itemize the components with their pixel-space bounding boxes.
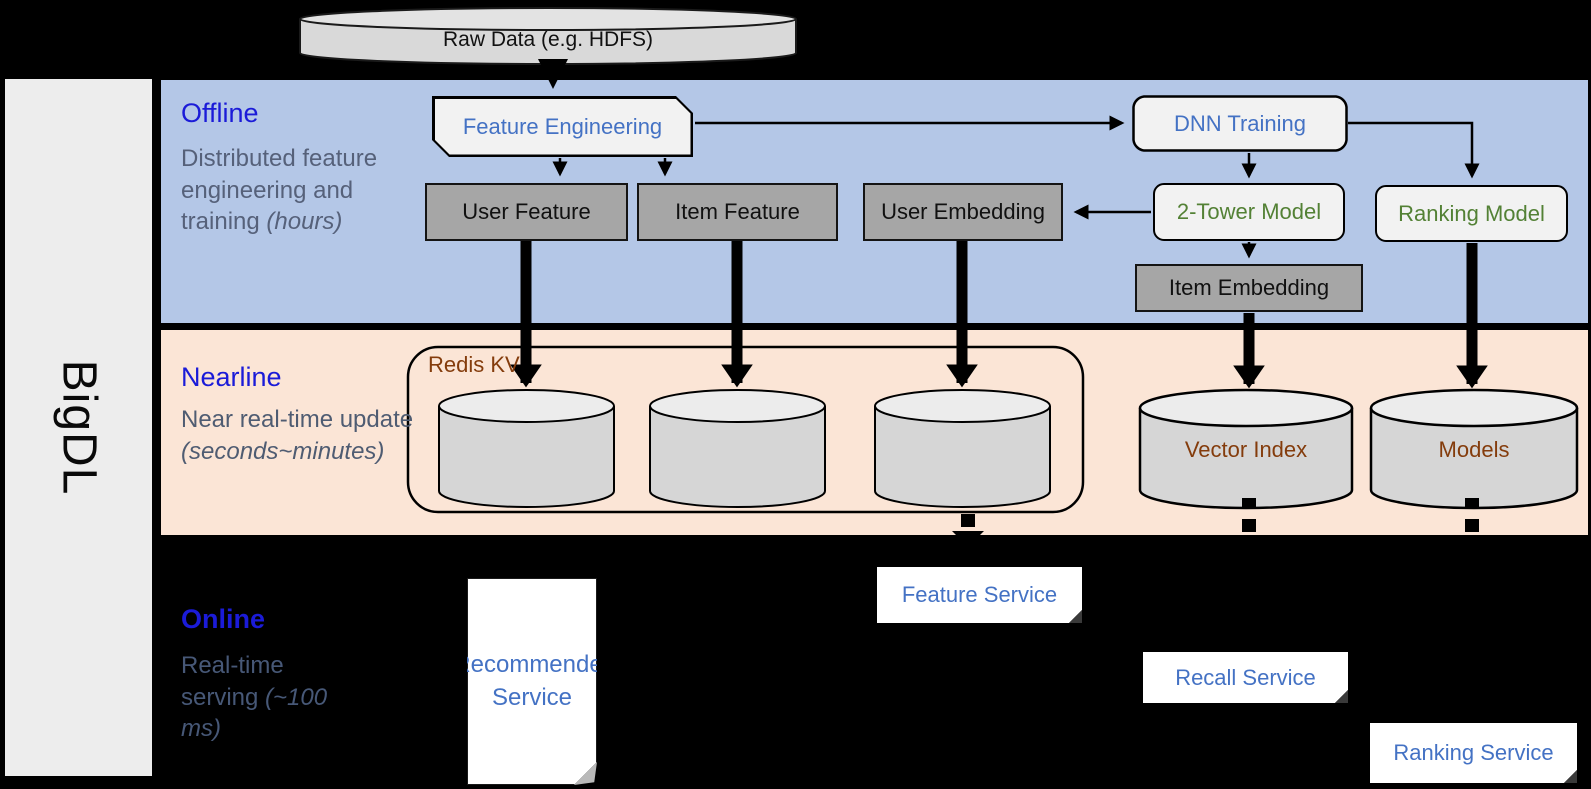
online-lane-description: Real-time serving (~100 ms) [181,652,328,743]
two-tower-model-box: 2-Tower Model [1153,183,1345,241]
raw-data-label: Raw Data (e.g. HDFS) [442,28,654,51]
user-feature-box: User Feature [425,183,628,241]
ranking-service-box: Ranking Service [1370,723,1577,783]
redis-kv-label: Redis KV [428,352,520,377]
recall-service-box: Recall Service [1143,652,1348,703]
nearline-lane-title: Nearline [181,362,282,392]
feature-engineering-shape: Feature Engineering [432,96,693,157]
recommender-service-doc: Recommender Service [467,578,597,785]
nearline-lane-description: Near real-time update (seconds~minutes) [181,406,414,465]
item-embedding-box: Item Embedding [1135,264,1363,312]
dnn-training-plaque [1132,95,1348,152]
item-feature-box: Item Feature [637,183,838,241]
online-lane-title: Online [181,604,266,634]
user-embedding-box: User Embedding [863,183,1063,241]
dnn-training-shape: DNN Training [1132,95,1348,152]
feature-engineering-label: Feature Engineering [435,99,691,155]
dnn-training-label: DNN Training [1173,110,1307,136]
vector-index-label: Vector Index [1184,437,1308,462]
brand-logo: BigDL [51,359,105,496]
sidebar: BigDL [5,79,152,776]
feature-service-box: Feature Service [877,567,1082,623]
models-label: Models [1438,437,1510,462]
ranking-model-box: Ranking Model [1375,185,1568,242]
offline-lane-description: Distributed feature engineering and trai… [181,145,378,236]
offline-lane-title: Offline [181,98,259,128]
